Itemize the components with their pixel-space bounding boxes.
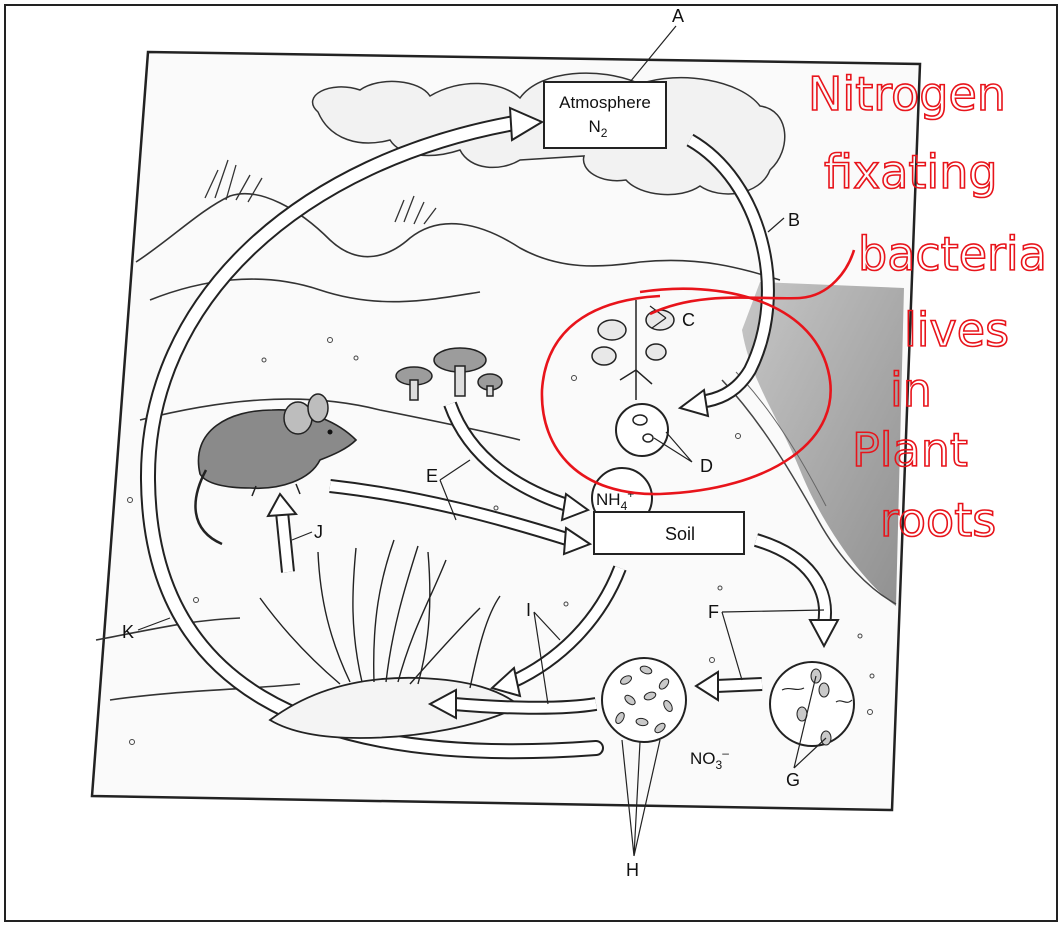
label-b: B	[788, 210, 800, 230]
label-d: D	[700, 456, 713, 476]
note-line-3: bacteria	[858, 227, 1047, 281]
label-f: F	[708, 602, 719, 622]
note-line-6: Plant	[852, 423, 968, 477]
note-line-2: fixating	[824, 145, 998, 199]
soil-box: Soil	[594, 512, 744, 554]
label-h: H	[626, 860, 639, 880]
nitrate-bacteria	[602, 658, 686, 742]
nitrifying-bacteria	[770, 662, 854, 746]
label-e: E	[426, 466, 438, 486]
label-k: K	[122, 622, 134, 642]
label-g: G	[786, 770, 800, 790]
note-line-5: in	[890, 363, 932, 417]
note-line-4: lives	[904, 303, 1009, 357]
note-line-1: Nitrogen	[808, 67, 1006, 121]
atmosphere-label: Atmosphere	[559, 93, 651, 112]
label-c: C	[682, 310, 695, 330]
label-a: A	[672, 6, 684, 26]
atmosphere-box: Atmosphere N2	[544, 82, 666, 148]
label-i: I	[526, 600, 531, 620]
note-line-7: roots	[880, 493, 996, 547]
label-j: J	[314, 522, 323, 542]
soil-label: Soil	[665, 524, 695, 544]
